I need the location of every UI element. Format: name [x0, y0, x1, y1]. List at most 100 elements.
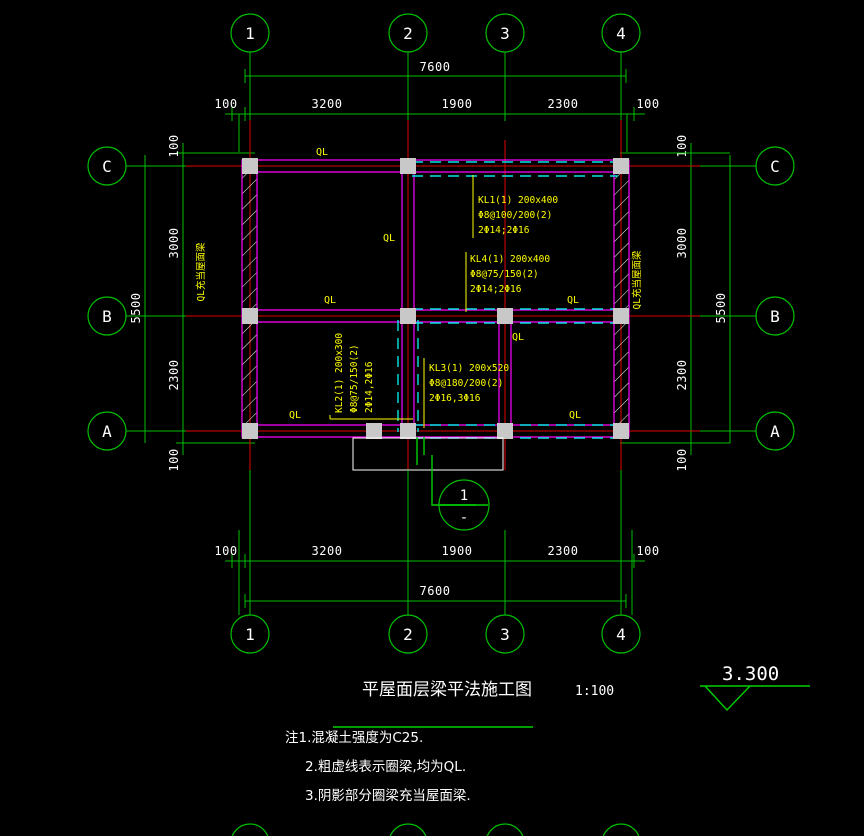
elevation-marker: 3.300 — [700, 663, 810, 712]
grid-bubbles-bottom-cutoff: 1 2 3 4 — [231, 823, 640, 836]
column-c2 — [400, 158, 416, 174]
grid-label-4-cutoff: 4 — [616, 834, 626, 836]
column-a4 — [613, 423, 629, 439]
ql-label-mid-vert: QL — [383, 233, 395, 244]
kl4-line2: Φ8@75/150(2) — [470, 269, 539, 280]
beam-annotation-kl3: KL3(1) 200x520 Φ8@180/200(2) 2Φ16,3Φ16 — [423, 358, 509, 428]
grid-bubble-3-cutoff[interactable] — [486, 823, 524, 836]
kl3-line2: Φ8@180/200(2) — [429, 378, 503, 389]
grid-label-3-cutoff: 3 — [500, 834, 510, 836]
grid-label-a-left: A — [102, 422, 112, 441]
grid-bubbles-bottom: 1 2 3 4 — [230, 614, 641, 654]
dimension-chain-right: 100 3000 2300 100 5500 — [620, 134, 737, 472]
kl1-line3: 2Φ14;2Φ16 — [478, 225, 530, 236]
dimension-chain-top: 7600 100 3200 1900 2300 100 — [214, 60, 659, 152]
grid-label-1-cutoff: 1 — [245, 834, 255, 836]
dim-top-3200: 3200 — [312, 97, 343, 111]
kl4-line3: 2Φ14;2Φ16 — [470, 284, 522, 295]
wall-note-left: QL充当屋面梁 — [195, 242, 207, 301]
dimension-chain-bottom: 100 3200 1900 2300 100 7600 — [214, 470, 659, 615]
grid-label-3-top: 3 — [500, 24, 510, 43]
dim-bot-3200: 3200 — [312, 544, 343, 558]
dim-right-100-top: 100 — [675, 134, 689, 157]
dim-top-2300: 2300 — [548, 97, 579, 111]
kl3-line3: 2Φ16,3Φ16 — [429, 393, 481, 404]
dimension-chain-left: 5500 100 3000 2300 100 — [129, 134, 255, 472]
kl2-line1: KL2(1) 200x300 — [334, 333, 345, 413]
note-2: 2.粗虚线表示圈梁,均为QL. — [305, 759, 466, 775]
shaded-ring-beams — [241, 159, 630, 438]
dim-left-3000: 3000 — [167, 228, 181, 259]
column-b2 — [400, 308, 416, 324]
detail-marker-bottom: - — [460, 510, 468, 526]
grid-bubble-1-bottom[interactable] — [230, 614, 270, 654]
drawing-title-block: 平屋面层梁平法施工图 1:100 — [333, 680, 614, 728]
kl1-line2: Φ8@100/200(2) — [478, 210, 552, 221]
column-b3 — [497, 308, 513, 324]
kl1-line1: KL1(1) 200x400 — [478, 195, 558, 206]
dim-left-overall: 5500 — [129, 293, 143, 324]
dim-top-100-left: 100 — [214, 97, 237, 111]
column-c1 — [242, 158, 258, 174]
grid-bubble-2-bottom[interactable] — [388, 614, 428, 654]
ql-label-bot-right: QL — [569, 410, 581, 421]
detail-marker-top: 1 — [460, 488, 468, 504]
grid-label-1-bottom: 1 — [245, 625, 255, 644]
drawing-notes: 注1.混凝土强度为C25. 2.粗虚线表示圈梁,均为QL. 3.阴影部分圈梁充当… — [285, 730, 471, 804]
detail-marker[interactable]: 1 - — [431, 455, 490, 531]
ql-label-lower-vert: QL — [512, 332, 524, 343]
drawing-title: 平屋面层梁平法施工图 — [362, 680, 532, 700]
column-c4 — [613, 158, 629, 174]
beam-annotation-kl2: KL2(1) 200x300 Φ8@75/150(2) 2Φ14,2Φ16 — [329, 333, 413, 420]
dim-right-overall: 5500 — [714, 293, 728, 324]
kl3-line1: KL3(1) 200x520 — [429, 363, 509, 374]
beam-annotation-kl4: KL4(1) 200x400 Φ8@75/150(2) 2Φ14;2Φ16 — [465, 252, 550, 312]
grid-label-2-top: 2 — [403, 24, 413, 43]
dim-bot-100-right: 100 — [636, 544, 659, 558]
grid-label-2-bottom: 2 — [403, 625, 413, 644]
column-b1 — [242, 308, 258, 324]
dim-bot-100-left: 100 — [214, 544, 237, 558]
grid-label-c-left: C — [102, 157, 112, 176]
dim-right-3000: 3000 — [675, 228, 689, 259]
dim-bot-overall: 7600 — [420, 584, 451, 598]
grid-label-3-bottom: 3 — [500, 625, 510, 644]
dim-left-2300: 2300 — [167, 360, 181, 391]
kl4-line1: KL4(1) 200x400 — [470, 254, 550, 265]
column-blocks — [242, 158, 629, 439]
grid-bubbles-top: 1 2 3 4 — [230, 13, 641, 145]
grid-label-2-cutoff: 2 — [403, 834, 413, 836]
elevation-triangle-icon — [704, 685, 751, 712]
dim-bot-2300: 2300 — [548, 544, 579, 558]
grid-bubble-4-cutoff[interactable] — [602, 823, 640, 836]
hatched-wall-right — [613, 159, 630, 438]
column-a-mid — [366, 423, 382, 439]
grid-bubble-3-bottom[interactable] — [485, 614, 525, 654]
dim-left-100-bot: 100 — [167, 448, 181, 471]
ql-label-top-left: QL — [316, 147, 328, 158]
column-a1 — [242, 423, 258, 439]
dim-left-100-top: 100 — [167, 134, 181, 157]
beam-annotation-kl1: KL1(1) 200x400 Φ8@100/200(2) 2Φ14;2Φ16 — [472, 175, 558, 238]
grid-bubble-2-cutoff[interactable] — [389, 823, 427, 836]
elevation-value: 3.300 — [722, 663, 779, 685]
grid-label-a-right: A — [770, 422, 780, 441]
grid-label-b-left: B — [102, 307, 112, 326]
drawing-scale: 1:100 — [575, 684, 614, 699]
wall-lines-magenta — [242, 159, 629, 438]
kl2-line3: 2Φ14,2Φ16 — [364, 361, 375, 413]
kl2-line2: Φ8@75/150(2) — [349, 344, 360, 413]
opening-rect — [352, 437, 504, 471]
grid-label-4-bottom: 4 — [616, 625, 626, 644]
dim-right-100-bot: 100 — [675, 448, 689, 471]
detail-bubble-circle[interactable] — [438, 479, 490, 531]
dim-bot-1900: 1900 — [442, 544, 473, 558]
wall-note-right: QL充当屋面梁 — [631, 250, 643, 309]
grid-bubble-1-cutoff[interactable] — [231, 823, 269, 836]
note-1: 注1.混凝土强度为C25. — [285, 730, 423, 746]
grid-bubble-4-bottom[interactable] — [601, 614, 641, 654]
column-a2 — [400, 423, 416, 439]
ql-label-bot-left: QL — [289, 410, 301, 421]
dim-top-100-right: 100 — [636, 97, 659, 111]
grid-bubbles-left: C B A — [87, 146, 250, 451]
